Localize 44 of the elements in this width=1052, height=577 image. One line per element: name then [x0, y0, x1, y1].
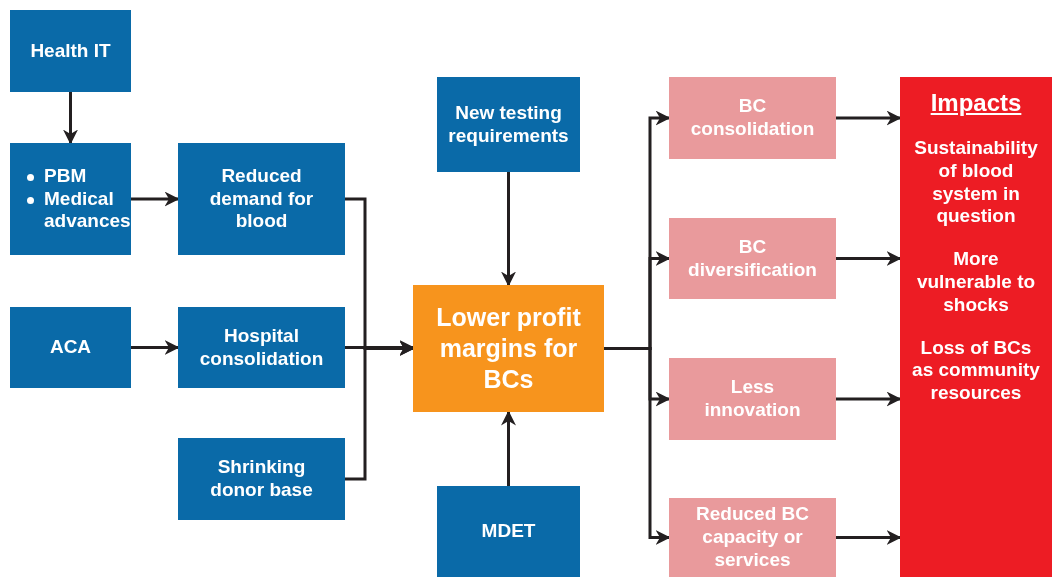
- connector-line: [836, 110, 902, 126]
- connector-line: [836, 391, 902, 407]
- connector-line: [63, 92, 78, 145]
- process-box: [10, 307, 131, 388]
- process-box: [413, 285, 604, 412]
- impact-text: More vulnerable to shocks: [915, 248, 1037, 317]
- panel-heading: Impacts: [930, 89, 1022, 117]
- process-box: [10, 143, 131, 255]
- impacts-panel: [900, 77, 1052, 577]
- connector-line: [345, 341, 415, 481]
- connector-line: [131, 340, 180, 355]
- box-label: Reduced BC capacity or services: [695, 503, 810, 572]
- box-label: New testing requirements: [448, 101, 569, 148]
- bullet-text: PBM: [44, 164, 87, 186]
- connector-line: [501, 410, 516, 486]
- impact-text: Sustainability of blood system in question: [913, 137, 1039, 229]
- process-box: [437, 77, 580, 172]
- impact-text: Loss of BCs as community resources: [911, 336, 1041, 405]
- process-box: [178, 143, 345, 255]
- box-label: ACA: [49, 336, 92, 359]
- process-box: [437, 486, 580, 577]
- process-box: [669, 218, 836, 299]
- process-box: [669, 77, 836, 159]
- process-box: [10, 10, 131, 92]
- box-label: MDET: [481, 520, 536, 543]
- box-label: Shrinking donor base: [209, 456, 314, 502]
- connector-line: [836, 530, 902, 545]
- box-label: Health IT: [30, 39, 111, 63]
- process-box: [669, 358, 836, 440]
- box-label: Hospital consolidation: [198, 324, 325, 371]
- connector-line: [836, 251, 902, 266]
- process-box: [669, 498, 836, 577]
- connector-line: [501, 172, 516, 287]
- connector-line: [604, 347, 671, 545]
- box-label: Reduced demand for blood: [208, 164, 315, 234]
- process-box: [178, 307, 345, 388]
- connector-line: [131, 191, 180, 207]
- box-label: BC diversification: [687, 235, 818, 282]
- box-label: BC consolidation: [689, 95, 816, 141]
- bullet-text: Medical advances: [44, 187, 131, 232]
- process-box: [178, 438, 345, 520]
- connector-line: [345, 340, 415, 355]
- box-label: Less innovation: [703, 376, 802, 422]
- box-label: Lower profit margins for BCs: [435, 301, 582, 396]
